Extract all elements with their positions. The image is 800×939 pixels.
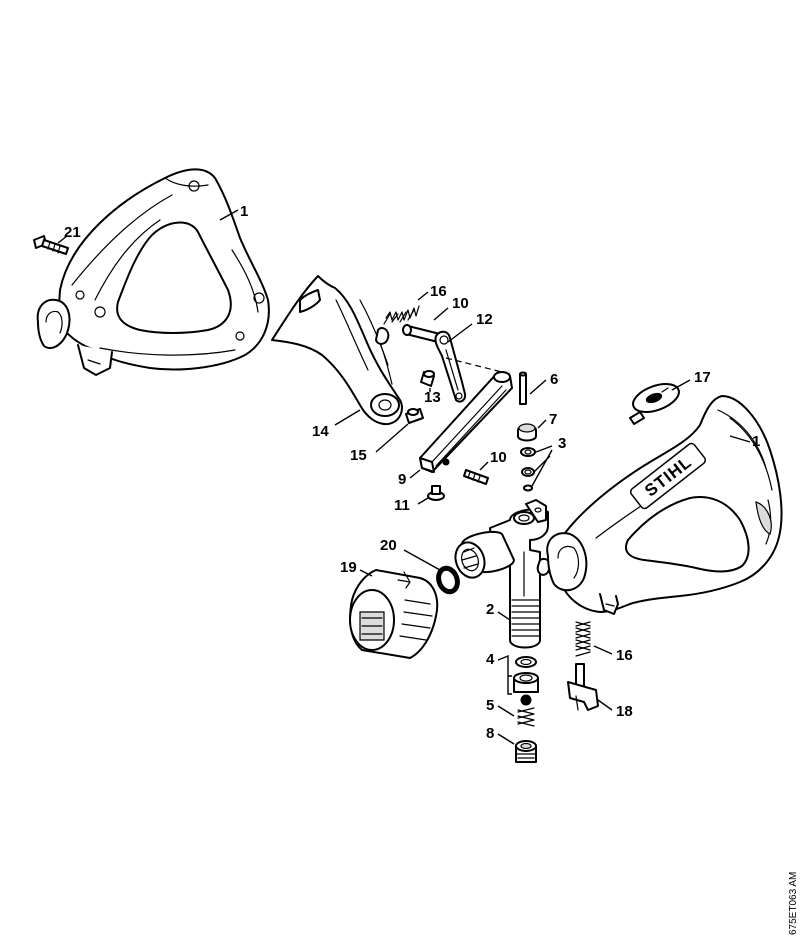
pin-10-lower (463, 469, 489, 485)
leader-9 (409, 469, 421, 479)
leader-7 (537, 419, 547, 429)
valve-seat-4 (513, 656, 539, 693)
leader-20 (403, 549, 441, 571)
leader-17 (671, 379, 691, 391)
leader-16-lower (593, 645, 613, 655)
label-3: 3 (558, 435, 566, 452)
label-5: 5 (486, 697, 494, 714)
leader-1-right (729, 435, 751, 443)
sealing-ring-20 (436, 565, 460, 595)
label-1-right: 1 (752, 433, 760, 450)
label-6: 6 (550, 371, 558, 388)
leader-8 (497, 733, 515, 745)
leader-15 (375, 423, 409, 453)
spring-16-upper (383, 305, 420, 325)
label-21: 21 (64, 224, 81, 241)
leader-16-upper (417, 291, 429, 301)
label-1-left: 1 (240, 203, 248, 220)
trigger-14 (271, 275, 403, 426)
nozzle-cap-19 (349, 569, 439, 659)
leader-1-left (219, 209, 239, 221)
spring-5 (517, 694, 535, 727)
label-4: 4 (486, 651, 495, 668)
leader-12 (447, 323, 473, 343)
pin-6 (519, 371, 527, 405)
label-10-lower: 10 (490, 449, 507, 466)
sleeve-15 (405, 408, 424, 424)
leader-18 (597, 699, 613, 711)
label-16-upper: 16 (430, 283, 447, 300)
label-12: 12 (476, 311, 493, 328)
leader-6 (529, 379, 547, 395)
label-20: 20 (380, 537, 397, 554)
label-18: 18 (616, 703, 633, 720)
label-13: 13 (424, 389, 441, 406)
label-8: 8 (486, 725, 494, 742)
housing-half-right: STIHL (546, 395, 783, 615)
leader-10-upper (433, 307, 449, 321)
valve-body-2 (489, 499, 551, 649)
label-10-upper: 10 (452, 295, 469, 312)
label-15: 15 (350, 447, 367, 464)
label-14: 14 (312, 423, 329, 440)
drawing-code: 675ET063 AM (788, 872, 799, 935)
pin-10-upper (402, 324, 441, 343)
label-17: 17 (694, 369, 711, 386)
lock-slide-18 (567, 663, 599, 711)
valve-cap-7 (517, 423, 537, 442)
leader-2 (497, 611, 511, 621)
screw-plug-8 (515, 740, 537, 763)
lever-12 (434, 330, 467, 403)
link-9 (419, 371, 513, 473)
o-rings-3 (520, 447, 536, 492)
guide-11 (427, 485, 445, 501)
leader-5 (497, 705, 515, 717)
spring-16-lower (575, 621, 591, 657)
housing-half-left (36, 168, 270, 376)
label-19: 19 (340, 559, 357, 576)
leader-14 (334, 409, 361, 426)
screw-21 (33, 235, 69, 255)
leader-21 (57, 235, 68, 244)
leader-19 (359, 569, 373, 577)
outlet-sleeve (454, 530, 515, 579)
label-7: 7 (549, 411, 557, 428)
label-9: 9 (398, 471, 406, 488)
label-16-lower: 16 (616, 647, 633, 664)
leader-10-lower (479, 461, 489, 471)
leader-11 (417, 497, 429, 505)
leader-4 (497, 654, 512, 695)
label-2: 2 (486, 601, 494, 618)
leader-3 (531, 445, 553, 487)
sleeve-13 (420, 370, 435, 387)
label-11: 11 (394, 497, 410, 514)
lock-knob-17 (629, 383, 680, 425)
